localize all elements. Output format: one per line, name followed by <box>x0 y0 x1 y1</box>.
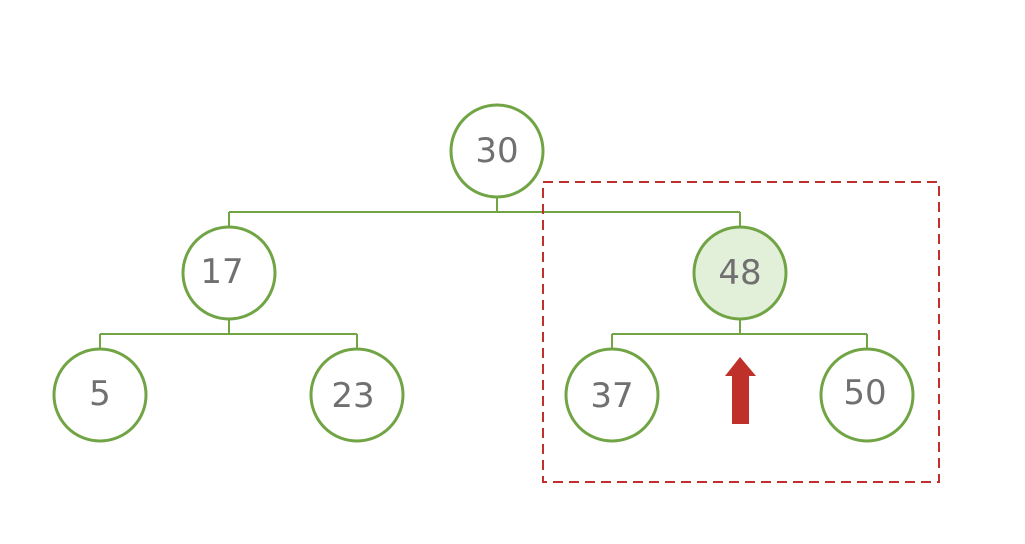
node-label: 37 <box>590 376 633 416</box>
node-label: 50 <box>843 373 886 413</box>
tree-node-leaf-50: 50 <box>819 347 915 443</box>
up-arrow-icon <box>725 357 756 424</box>
node-circle <box>449 103 545 199</box>
node-circle <box>181 225 277 321</box>
tree-node-left-child: 17 <box>181 225 277 321</box>
tree-node-root: 30 <box>449 103 545 199</box>
node-circle <box>692 225 788 321</box>
tree-node-leaf-37: 37 <box>564 347 660 443</box>
tree-node-right-child-highlighted: 48 <box>692 225 788 321</box>
subtree-selection-box <box>542 181 940 483</box>
node-label: 5 <box>89 374 111 414</box>
tree-node-leaf-5: 5 <box>52 347 148 443</box>
node-label: 23 <box>331 376 374 416</box>
connector-right <box>611 319 868 349</box>
node-label: 48 <box>718 253 761 293</box>
node-label: 30 <box>475 131 518 171</box>
tree-node-leaf-23: 23 <box>309 347 405 443</box>
node-circle <box>309 347 405 443</box>
node-circle <box>564 347 660 443</box>
connector-root <box>228 197 741 227</box>
node-circle <box>819 347 915 443</box>
node-label: 17 <box>200 252 243 292</box>
connector-left <box>99 319 358 349</box>
node-circle <box>52 347 148 443</box>
